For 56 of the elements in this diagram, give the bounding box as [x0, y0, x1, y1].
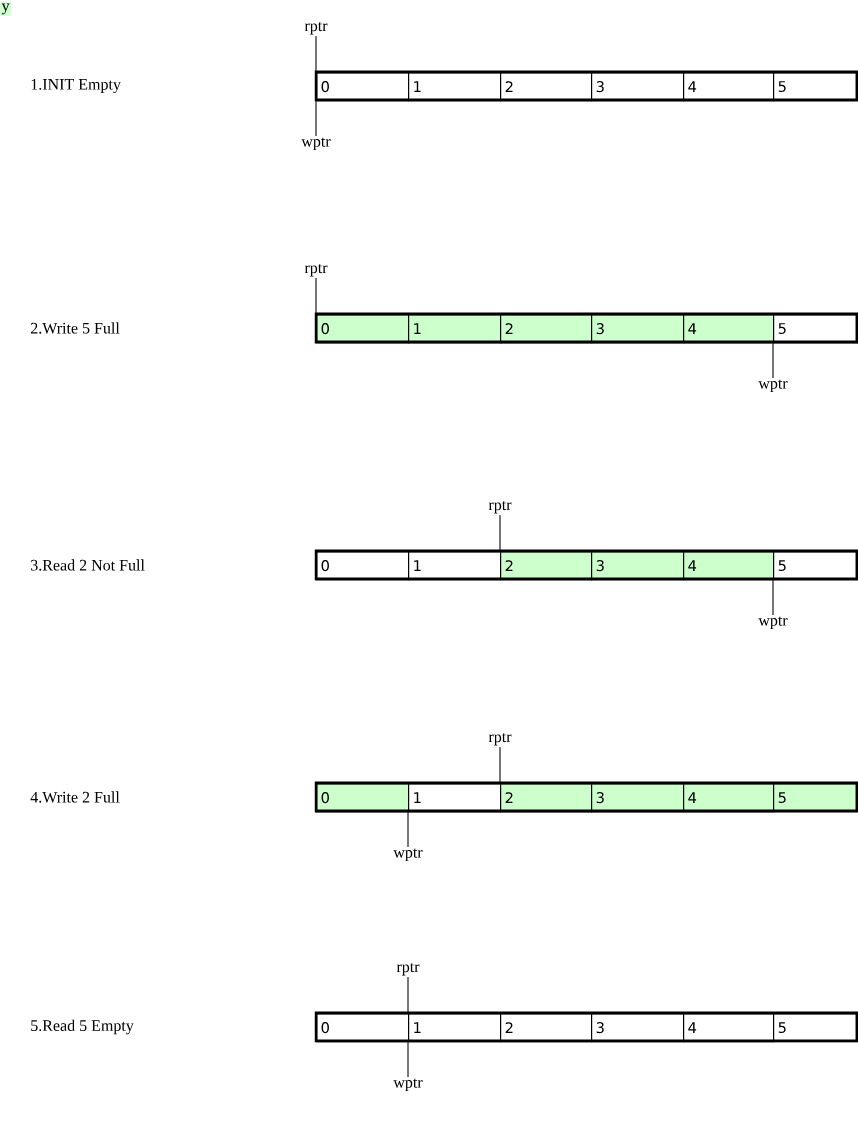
leader-line: [772, 342, 774, 379]
pointer-label: wptr: [758, 616, 788, 629]
buffer-cell: 3: [591, 72, 685, 102]
buffer-cell: 5: [773, 551, 858, 581]
buffer-cell: 3: [591, 551, 685, 581]
leader-line: [407, 1041, 409, 1078]
pointer-label: wptr: [758, 379, 788, 392]
buffer-cell: 3: [591, 314, 685, 344]
pointer-label: rptr: [488, 733, 512, 746]
buffer-cell: 4: [683, 314, 775, 344]
buffer-cell: 2: [500, 1013, 593, 1043]
buffer-cell: 0: [316, 1013, 410, 1043]
buffer-cell: 5: [773, 1013, 858, 1043]
buffer-cell: 5: [773, 783, 858, 813]
buffer-cell: 4: [683, 72, 775, 102]
buffer-cell: 4: [683, 1013, 775, 1043]
state-label: 5.Read 5 Empty: [31, 1019, 134, 1035]
leader-line: [315, 35, 317, 73]
buffer-cell: 4: [683, 551, 775, 581]
buffer-cell: 5: [773, 72, 858, 102]
leader-line: [499, 746, 501, 784]
buffer-cell: 2: [500, 72, 593, 102]
pointer-label: rptr: [396, 963, 420, 976]
pointer-label: rptr: [304, 264, 328, 277]
state-label: 1.INIT Empty: [31, 79, 121, 93]
pointer-label: wptr: [301, 137, 331, 150]
buffer-cell: 4: [683, 783, 775, 813]
buffer-cell: 0: [316, 72, 410, 102]
buffer-cell: 0: [316, 783, 410, 813]
buffer-cell: 3: [591, 783, 685, 813]
leader-line: [315, 100, 317, 137]
state-label: 2.Write 5 Full: [31, 322, 120, 334]
buffer-cell: 5: [773, 314, 858, 344]
buffer-cell: 2: [500, 783, 593, 813]
buffer-cell: 2: [500, 551, 593, 581]
buffer-cell: 1: [408, 551, 502, 581]
state-label: 3.Read 2 Not Full: [31, 559, 145, 571]
leader-line: [407, 811, 409, 848]
pointer-label: rptr: [488, 501, 512, 514]
leader-line: [315, 277, 317, 315]
leader-line: [407, 976, 409, 1014]
buffer-cell: 2: [500, 314, 593, 344]
text-fragment: y: [0, 2, 11, 16]
buffer-cell: 1: [408, 1013, 502, 1043]
leader-line: [772, 579, 774, 616]
pointer-label: wptr: [393, 1078, 423, 1092]
buffer-cell: 1: [408, 314, 502, 344]
buffer-cell: 3: [591, 1013, 685, 1043]
leader-line: [499, 514, 501, 552]
buffer-cell: 0: [316, 314, 410, 344]
pointer-label: rptr: [304, 22, 328, 35]
buffer-cell: 1: [408, 783, 502, 813]
state-label: 4.Write 2 Full: [30, 791, 120, 803]
buffer-cell: 1: [408, 72, 502, 102]
pointer-label: wptr: [393, 848, 423, 861]
buffer-cell: 0: [316, 551, 410, 581]
